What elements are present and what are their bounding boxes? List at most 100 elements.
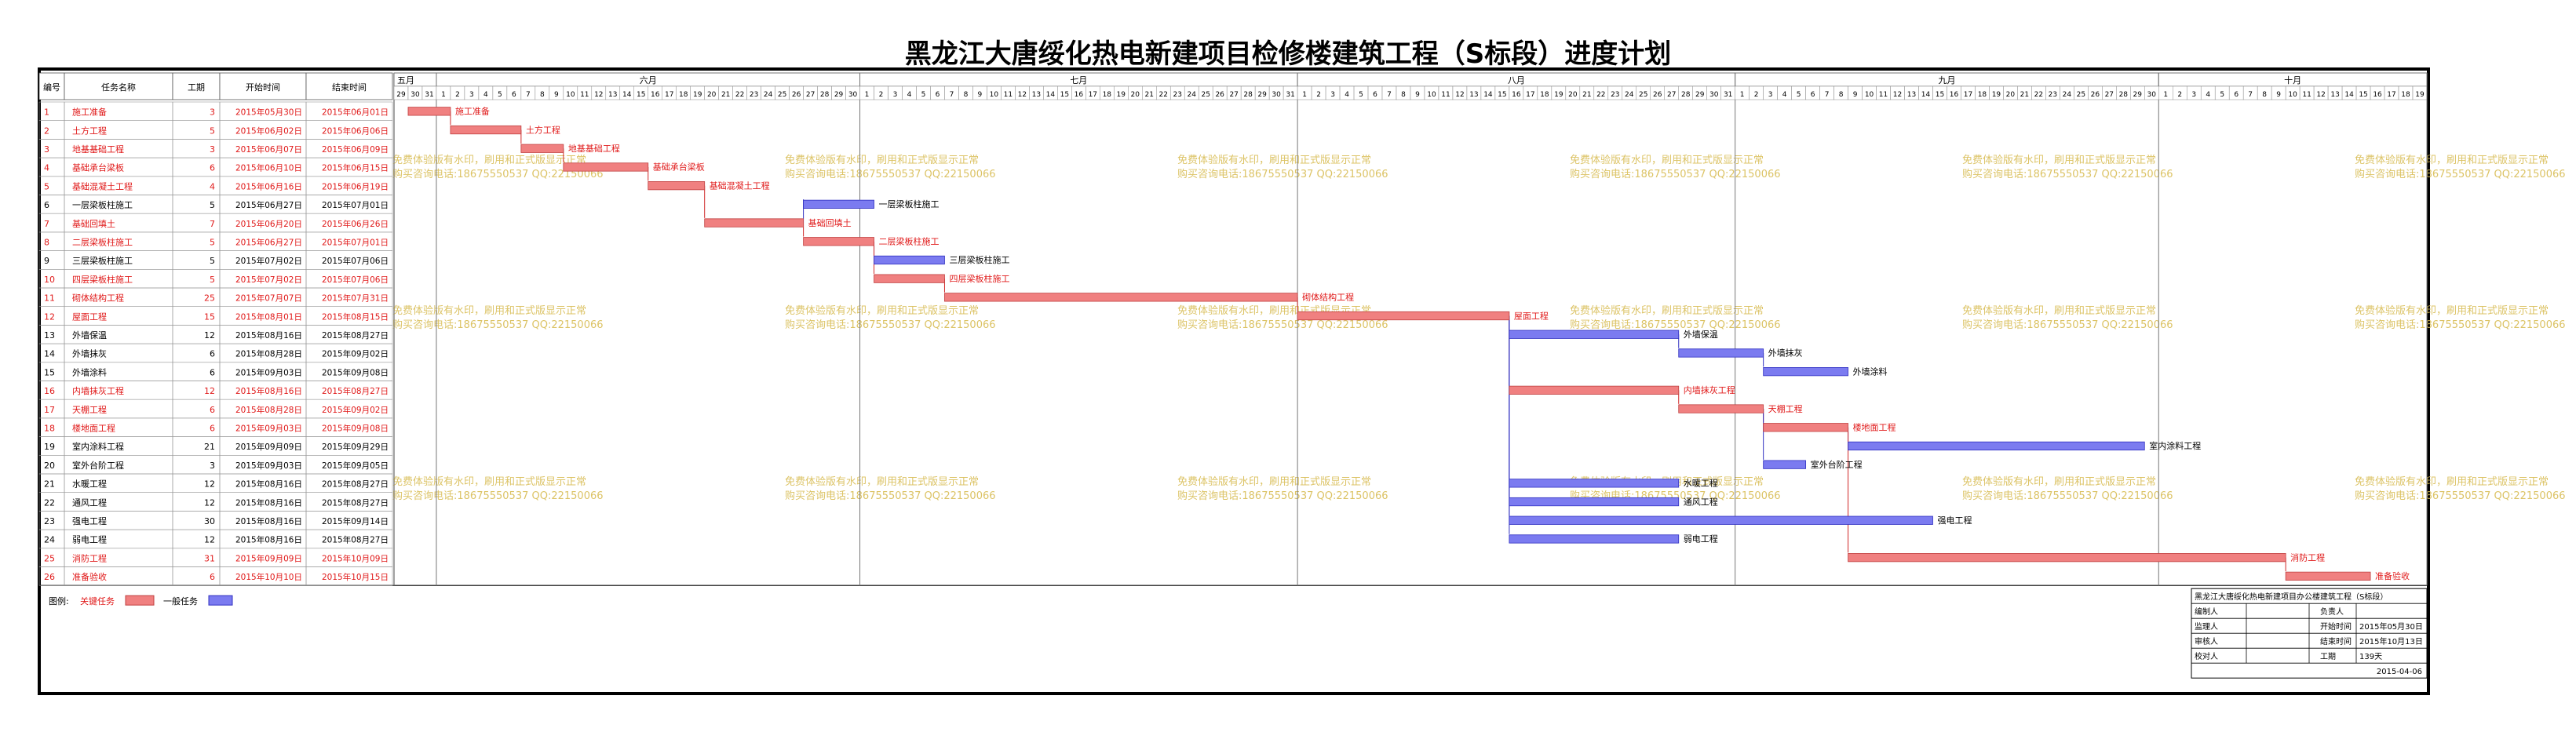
day-tick-label: 14 — [1046, 91, 1056, 99]
task-id: 23 — [44, 516, 55, 526]
info-cell-text: 监理人 — [2195, 621, 2218, 632]
table-cell — [38, 213, 65, 233]
day-tick-label: 5 — [1359, 91, 1363, 99]
day-tick-label: 14 — [622, 91, 632, 99]
task-end: 2015年09月02日 — [322, 405, 389, 415]
watermark-text: 免费体验版有水印，刷用和正式版显示正常 — [1177, 154, 1371, 166]
task-id: 16 — [44, 386, 55, 396]
task-bar — [803, 237, 874, 246]
task-duration: 7 — [210, 219, 215, 229]
day-tick-label: 26 — [792, 91, 801, 99]
task-start: 2015年06月07日 — [235, 144, 302, 155]
info-cell-text: 2015年05月30日 — [2359, 621, 2423, 632]
day-tick-label: 17 — [1526, 91, 1534, 99]
info-cell-text: 2015年10月13日 — [2359, 636, 2423, 646]
task-name: 施工准备 — [72, 107, 107, 118]
day-tick-label: 6 — [2234, 91, 2238, 99]
watermark-text: 购买咨询电话:18675550537 QQ:22150066 — [1570, 319, 1781, 331]
month-label: 八月 — [1508, 75, 1525, 86]
bar-label: 砌体结构工程 — [1302, 292, 1354, 303]
day-tick-label: 22 — [1596, 91, 1605, 99]
watermark-text: 免费体验版有水印，刷用和正式版显示正常 — [2355, 154, 2549, 166]
task-duration: 21 — [204, 442, 215, 452]
day-tick-label: 3 — [2191, 91, 2196, 99]
watermark-text: 免费体验版有水印，刷用和正式版显示正常 — [1177, 475, 1371, 488]
task-bar — [1763, 367, 1848, 377]
bar-label: 三层梁板柱施工 — [949, 254, 1009, 265]
day-tick-label: 15 — [637, 91, 645, 99]
task-id: 18 — [44, 423, 55, 433]
day-tick-label: 16 — [1950, 91, 1959, 99]
chart-title: 黑龙江大唐绥化热电新建项目检修楼建筑工程（S标段）进度计划 — [905, 38, 1672, 70]
day-tick-label: 18 — [1103, 91, 1112, 99]
table-cell — [38, 195, 65, 214]
task-name: 基础混凝土工程 — [72, 180, 133, 191]
table-header-text: 编号 — [43, 82, 60, 93]
month-label: 五月 — [397, 75, 414, 86]
watermark-text: 购买咨询电话:18675550537 QQ:22150066 — [1177, 490, 1388, 502]
day-tick-label: 25 — [1201, 91, 1210, 99]
task-duration: 31 — [204, 553, 215, 563]
table-header-cell — [219, 72, 307, 100]
task-end: 2015年07月31日 — [322, 293, 389, 304]
table-cell — [38, 176, 65, 195]
day-tick-label: 8 — [1401, 91, 1406, 99]
day-tick-label: 17 — [665, 91, 673, 99]
day-tick-label: 31 — [425, 91, 433, 99]
day-tick-label: 7 — [2248, 91, 2253, 99]
task-duration: 3 — [210, 461, 215, 471]
day-tick-label: 8 — [540, 91, 545, 99]
day-tick-label: 16 — [1512, 91, 1521, 99]
task-id: 10 — [44, 275, 55, 285]
info-cell-text: 审核人 — [2195, 636, 2218, 646]
watermark-text: 免费体验版有水印，刷用和正式版显示正常 — [785, 475, 979, 488]
task-name: 外墙保温 — [72, 330, 107, 341]
watermark-text: 免费体验版有水印，刷用和正式版显示正常 — [1570, 304, 1764, 317]
task-start: 2015年09月03日 — [235, 423, 302, 433]
day-tick-label: 9 — [1853, 91, 1858, 99]
bar-label: 外墙抹灰 — [1768, 348, 1803, 359]
day-tick-label: 17 — [1089, 91, 1097, 99]
legend-prefix: 图例: — [49, 595, 69, 606]
task-start: 2015年06月10日 — [235, 163, 302, 173]
task-bar — [2285, 571, 2371, 581]
table-cell — [38, 250, 65, 270]
watermark-text: 购买咨询电话:18675550537 QQ:22150066 — [1962, 490, 2173, 502]
table-cell — [305, 566, 393, 586]
task-end: 2015年07月01日 — [322, 237, 389, 247]
task-bar — [1509, 497, 1680, 507]
task-name: 基础回填土 — [72, 218, 115, 229]
day-tick-label: 15 — [1936, 91, 1944, 99]
day-tick-label: 7 — [1825, 91, 1830, 99]
table-cell — [38, 231, 65, 251]
task-id: 13 — [44, 330, 55, 341]
task-name: 基础承台梁板 — [72, 162, 124, 173]
task-start: 2015年08月28日 — [235, 349, 302, 359]
task-duration: 5 — [210, 275, 215, 285]
info-cell-text: 校对人 — [2195, 651, 2218, 661]
task-end: 2015年06月06日 — [322, 126, 389, 136]
day-tick-label: 5 — [1797, 91, 1801, 99]
day-tick-label: 4 — [2206, 91, 2210, 99]
task-id: 9 — [44, 256, 49, 266]
day-tick-label: 21 — [2020, 91, 2029, 99]
watermark-text: 购买咨询电话:18675550537 QQ:22150066 — [392, 319, 604, 331]
info-cell-text: 139天 — [2359, 653, 2382, 661]
day-tick-label: 31 — [1724, 91, 1732, 99]
task-duration: 5 — [210, 256, 215, 266]
day-tick-label: 28 — [820, 91, 830, 99]
table-header-text: 工期 — [188, 82, 205, 93]
task-duration: 6 — [210, 572, 215, 582]
day-tick-label: 16 — [1075, 91, 1084, 99]
task-duration: 12 — [204, 535, 215, 545]
task-bar — [944, 293, 1298, 302]
task-duration: 12 — [204, 479, 215, 490]
task-start: 2015年07月07日 — [235, 293, 302, 304]
task-id: 15 — [44, 367, 55, 377]
day-tick-label: 10 — [566, 91, 575, 99]
day-tick-label: 12 — [2316, 91, 2325, 99]
task-name: 消防工程 — [72, 552, 107, 563]
legend: 图例:关键任务一般任务 — [49, 595, 233, 606]
info-box-title: 黑龙江大唐绥化热电新建项目办公楼建筑工程（S标段） — [2195, 592, 2388, 602]
